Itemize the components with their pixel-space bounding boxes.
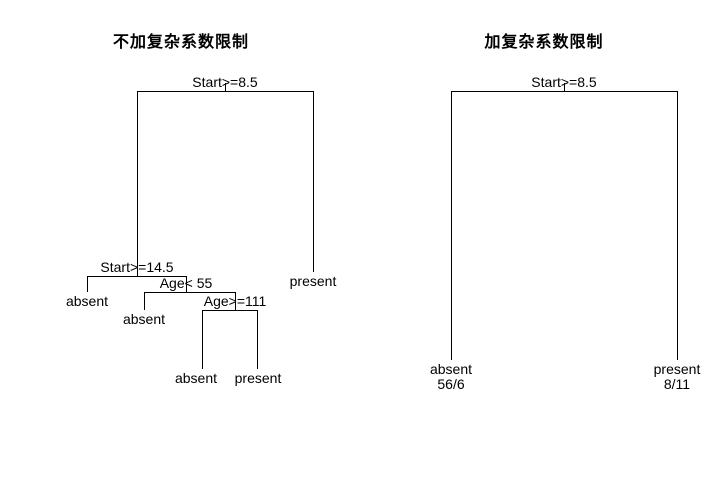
- right-leaf-absent: absent 56/6: [430, 362, 472, 392]
- tree-panel-left: 不加复杂系数限制: [0, 0, 362, 482]
- right-leaf-present-label: present: [653, 361, 701, 377]
- left-split-label-age55: Age< 55: [159, 275, 213, 291]
- right-leaf-absent-label: absent: [429, 361, 473, 377]
- left-split-label-age111: Age>=111: [203, 293, 267, 309]
- tree-panel-right: 加复杂系数限制: [363, 0, 725, 482]
- panel-title-right: 加复杂系数限制: [484, 32, 604, 51]
- left-split-label-start14: Start>=14.5: [100, 259, 174, 275]
- left-leaf-absent-2: absent: [122, 311, 166, 327]
- left-leaf-absent-3: absent: [174, 370, 218, 386]
- right-leaf-absent-count: 56/6: [437, 376, 465, 392]
- left-leaf-present-1: present: [234, 370, 282, 386]
- left-split-label-root: Start>=8.5: [192, 74, 258, 90]
- panel-title-left: 不加复杂系数限制: [112, 32, 249, 51]
- right-split-label-root: Start>=8.5: [531, 74, 597, 90]
- left-leaf-present-2: present: [289, 273, 337, 289]
- right-leaf-present: present 8/11: [654, 362, 701, 392]
- left-leaf-absent-1: absent: [65, 293, 109, 309]
- right-leaf-present-count: 8/11: [663, 376, 691, 392]
